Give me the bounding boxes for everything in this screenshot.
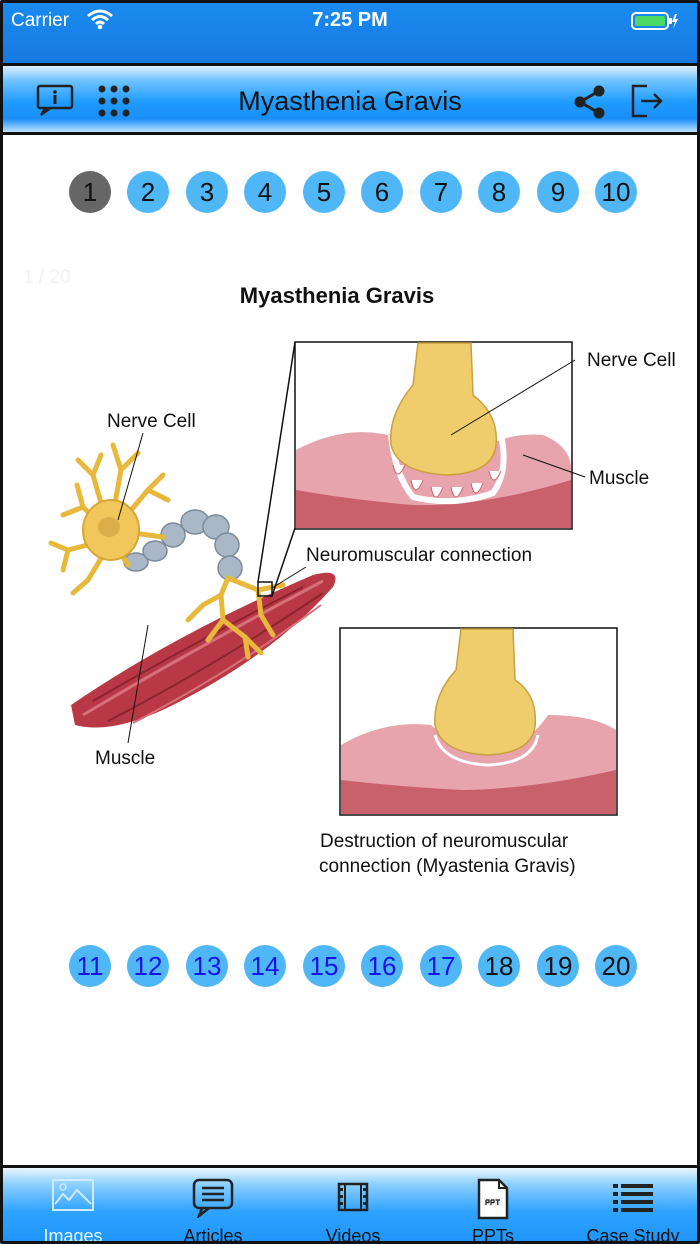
tab-articles[interactable]: Articles — [143, 1168, 283, 1244]
tab-case-study-label: Case Study — [586, 1226, 680, 1244]
diagram-title: Myasthenia Gravis — [240, 283, 434, 308]
battery-icon — [631, 11, 679, 36]
page-button-20[interactable]: 20 — [595, 945, 637, 987]
page-button-12[interactable]: 12 — [127, 945, 169, 987]
info-icon[interactable] — [35, 82, 75, 123]
page-button-3[interactable]: 3 — [186, 171, 228, 213]
share-icon[interactable] — [571, 84, 609, 125]
page-button-5[interactable]: 5 — [303, 171, 345, 213]
page-button-17[interactable]: 17 — [420, 945, 462, 987]
tab-case-study[interactable]: Case Study — [563, 1168, 697, 1244]
chat-icon — [192, 1178, 234, 1223]
wifi-icon — [87, 8, 113, 35]
tab-ppts[interactable]: PPTs — [423, 1168, 563, 1244]
page-button-15[interactable]: 15 — [303, 945, 345, 987]
zoom-marker — [257, 581, 273, 597]
image-icon — [51, 1178, 95, 1219]
label-muscle: Muscle — [95, 748, 155, 769]
page-button-8[interactable]: 8 — [478, 171, 520, 213]
page-button-18[interactable]: 18 — [478, 945, 520, 987]
nerve-cell-shape — [48, 442, 171, 596]
tab-videos-label: Videos — [325, 1226, 381, 1244]
status-bar: Carrier 7:25 PM — [3, 3, 697, 63]
label-nerve-cell-inset: Nerve Cell — [587, 350, 676, 371]
caption-line-2: connection (Myastenia Gravis) — [319, 856, 576, 877]
tab-images-label: Images — [43, 1226, 103, 1244]
list-icon — [612, 1182, 654, 1219]
axon-shape — [123, 509, 243, 581]
grid-menu-icon[interactable] — [97, 84, 131, 123]
caption-line-1: Destruction of neuromuscular — [320, 831, 569, 852]
tab-videos[interactable]: Videos — [283, 1168, 423, 1244]
tab-bar: Images Articles — [3, 1165, 697, 1244]
inset-normal-junction — [294, 341, 586, 530]
page-button-2[interactable]: 2 — [127, 171, 169, 213]
page-button-7[interactable]: 7 — [420, 171, 462, 213]
tab-ppts-label: PPTs — [471, 1226, 514, 1244]
page-counter: 1 / 20 — [23, 267, 71, 288]
page-button-10[interactable]: 10 — [595, 171, 637, 213]
nerve-terminal — [185, 575, 286, 660]
page-button-13[interactable]: 13 — [186, 945, 228, 987]
page-button-16[interactable]: 16 — [361, 945, 403, 987]
nav-bar: Myasthenia Gravis — [3, 63, 697, 135]
myasthenia-gravis-illustration: Myasthenia Gravis — [48, 283, 676, 877]
exit-icon[interactable] — [629, 82, 665, 125]
carrier-label: Carrier — [11, 10, 70, 31]
page-button-14[interactable]: 14 — [244, 945, 286, 987]
tab-images[interactable]: Images — [3, 1168, 143, 1244]
tab-articles-label: Articles — [183, 1226, 243, 1244]
ppt-file-icon — [476, 1178, 510, 1225]
content-area: 1 2 3 4 5 6 7 8 9 10 1 / 20 Myasthenia G… — [3, 135, 697, 1165]
page-button-19[interactable]: 19 — [537, 945, 579, 987]
label-nerve-cell: Nerve Cell — [107, 411, 196, 432]
muscle-shape — [71, 572, 336, 728]
page-title: Myasthenia Gravis — [238, 86, 462, 116]
label-neuromuscular-connection: Neuromuscular connection — [306, 545, 532, 566]
inset-destroyed-junction — [339, 627, 618, 816]
clock: 7:25 PM — [312, 9, 388, 31]
page-button-1[interactable]: 1 — [69, 171, 111, 213]
page-button-4[interactable]: 4 — [244, 171, 286, 213]
page-button-9[interactable]: 9 — [537, 171, 579, 213]
page-button-11[interactable]: 11 — [69, 945, 111, 987]
film-icon — [337, 1182, 369, 1217]
label-muscle-inset: Muscle — [589, 468, 649, 489]
page-button-6[interactable]: 6 — [361, 171, 403, 213]
